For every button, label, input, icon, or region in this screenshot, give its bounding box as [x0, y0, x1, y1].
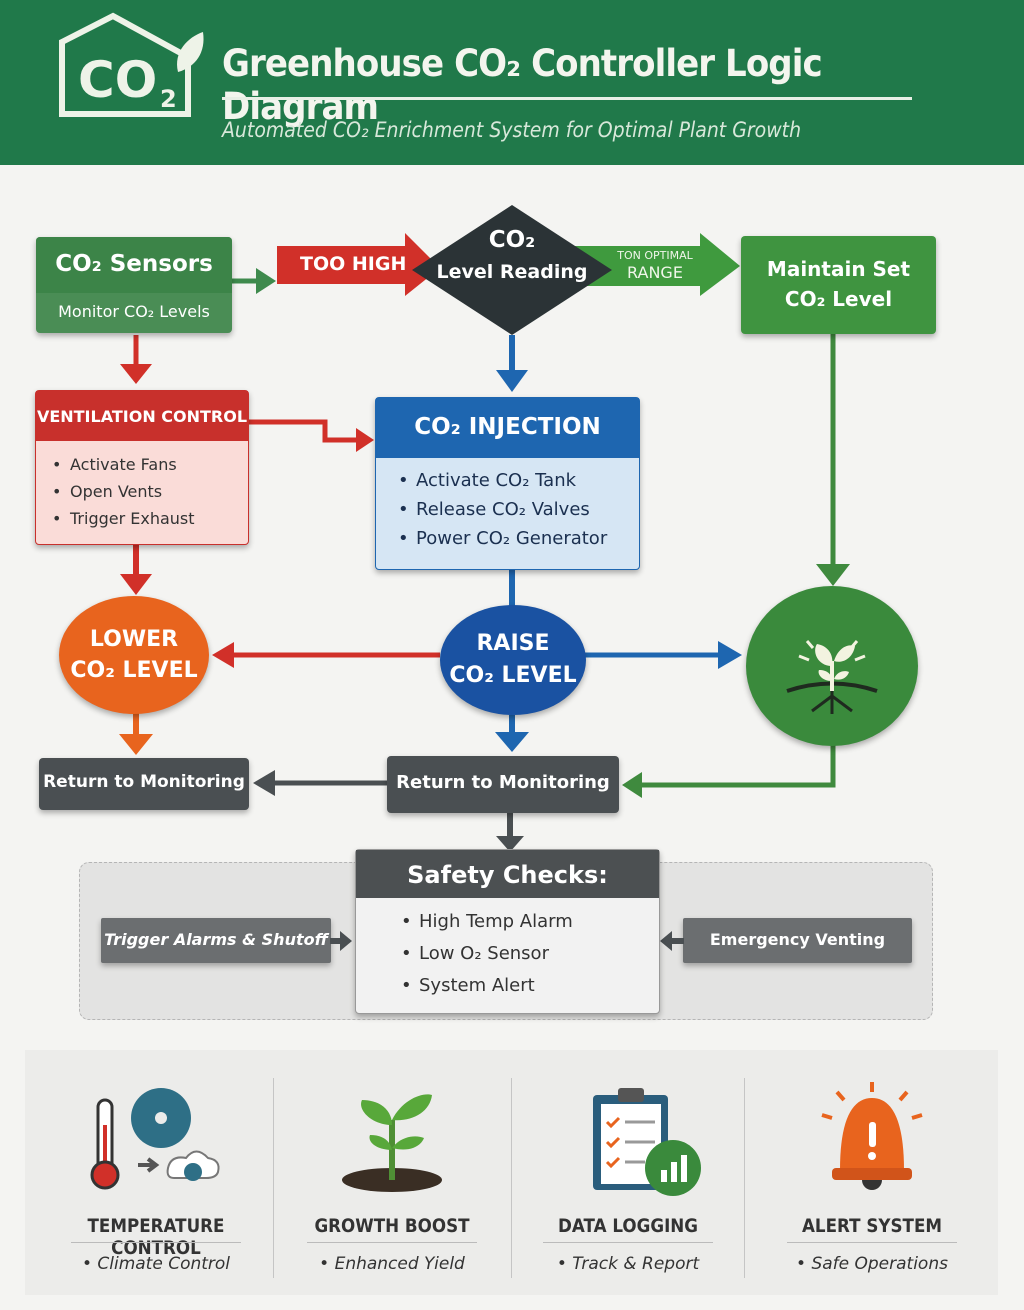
maintain-down-line: [816, 334, 850, 586]
decision-line2: Level Reading: [436, 261, 588, 283]
header-banner: [0, 0, 1024, 165]
feature-data-logging: DATA LOGGING • Track & Report: [508, 1050, 748, 1295]
return-to-monitoring-left: Return to Monitoring: [39, 758, 249, 810]
return-left-arrow: [253, 770, 387, 796]
raise-to-lower-arrow: [212, 642, 440, 668]
feature-rule: [787, 1242, 957, 1243]
alarm-bell-icon: [821, 1082, 923, 1190]
feature-label: GROWTH BOOST: [314, 1215, 470, 1237]
ventilation-to-injection-arrow: [249, 419, 374, 452]
feature-growth-boost: GROWTH BOOST • Enhanced Yield: [272, 1050, 512, 1295]
decision-line1: CO₂: [488, 227, 536, 253]
feature-divider: [273, 1078, 274, 1278]
ventilation-title: VENTILATION CONTROL: [36, 391, 248, 441]
too-high-arrow: [277, 233, 440, 296]
feature-rule: [71, 1242, 241, 1243]
sensor-to-decision-arrow: [232, 268, 276, 294]
safety-title: Safety Checks:: [356, 850, 659, 898]
feature-temperature-control: TEMPERATURE CONTROL • Climate Control: [36, 1050, 276, 1295]
injection-item: Power CO₂ Generator: [398, 524, 639, 553]
safety-checks-box: Safety Checks: High Temp Alarm Low O₂ Se…: [355, 849, 660, 1014]
clipboard-chart-icon: [593, 1088, 701, 1196]
safety-list: High Temp Alarm Low O₂ Sensor System Ale…: [356, 898, 659, 1002]
maintain-set-level-box: Maintain Set CO₂ Level: [741, 236, 936, 334]
feature-rule: [543, 1242, 713, 1243]
co2-house-logo: CO 2: [59, 12, 204, 117]
raise-line2: CO₂ LEVEL: [449, 663, 577, 688]
maintain-line1: Maintain Set: [766, 257, 911, 281]
plant-to-return-arrow: [622, 745, 836, 798]
optimal-label-line2: RANGE: [627, 263, 683, 282]
injection-title: CO₂ INJECTION: [376, 398, 639, 458]
safety-item: High Temp Alarm: [401, 906, 659, 938]
raise-line1: RAISE: [476, 631, 550, 656]
feature-label: TEMPERATURE CONTROL: [87, 1215, 225, 1259]
lower-co2-level-node: LOWER CO₂ LEVEL: [59, 596, 209, 714]
ventilation-item: Activate Fans: [52, 451, 248, 478]
ventilation-control-box: VENTILATION CONTROL Activate Fans Open V…: [35, 390, 249, 545]
co2-sensors-box: CO₂ Sensors Monitor CO₂ Levels: [36, 237, 232, 333]
co2-injection-box: CO₂ INJECTION Activate CO₂ Tank Release …: [375, 397, 640, 570]
svg-text:CO: CO: [78, 51, 157, 109]
optimal-arrow: [575, 233, 740, 296]
raise-down-arrow: [495, 715, 529, 752]
injection-list: Activate CO₂ Tank Release CO₂ Valves Pow…: [376, 458, 639, 553]
seedling-icon: [342, 1094, 442, 1192]
lower-line1: LOWER: [89, 627, 179, 652]
sensor-down-arrow: [120, 335, 152, 384]
decision-diamond: [412, 205, 612, 335]
lower-down-arrow: [119, 712, 153, 755]
thermometer-fan-icon: [90, 1088, 220, 1190]
feature-label: DATA LOGGING: [557, 1215, 699, 1237]
ventilation-item: Open Vents: [52, 478, 248, 505]
sprout-icon: [786, 640, 878, 714]
injection-item: Activate CO₂ Tank: [398, 466, 639, 495]
ventilation-down-arrow: [120, 545, 152, 595]
safety-item: System Alert: [401, 970, 659, 1002]
raise-co2-level-node: RAISE CO₂ LEVEL: [440, 605, 586, 715]
trigger-alarms-box: Trigger Alarms & Shutoff: [101, 918, 331, 963]
emergency-venting-box: Emergency Venting: [683, 918, 912, 963]
feature-sub: • Enhanced Yield: [319, 1254, 465, 1274]
feature-sub: • Climate Control: [81, 1254, 231, 1274]
return-to-monitoring-center: Return to Monitoring: [387, 756, 619, 813]
arrow-left-icon: [660, 931, 684, 951]
lower-line2: CO₂ LEVEL: [70, 658, 198, 683]
page-subtitle: Automated CO₂ Enrichment System for Opti…: [222, 118, 802, 142]
injection-item: Release CO₂ Valves: [398, 495, 639, 524]
return-to-safety-arrow: [496, 813, 524, 852]
feature-divider: [511, 1078, 512, 1278]
feature-sub: • Track & Report: [556, 1254, 700, 1274]
arrow-right-icon: [330, 931, 352, 951]
ventilation-list: Activate Fans Open Vents Trigger Exhaust: [36, 441, 248, 532]
raise-to-plant-arrow: [585, 641, 742, 669]
co2-level-decision: CO₂ Level Reading: [412, 205, 612, 335]
decision-down-arrow: [496, 335, 528, 392]
title-divider: [222, 97, 912, 100]
page-title: Greenhouse CO₂ Controller Logic Diagram: [222, 42, 823, 128]
feature-divider: [744, 1078, 745, 1278]
svg-text:2: 2: [160, 85, 177, 113]
too-high-label: TOO HIGH: [300, 253, 407, 275]
sensors-subtitle: Monitor CO₂ Levels: [58, 302, 210, 321]
ventilation-item: Trigger Exhaust: [52, 505, 248, 532]
feature-sub: • Safe Operations: [796, 1254, 948, 1274]
feature-rule: [307, 1242, 477, 1243]
safety-item: Low O₂ Sensor: [401, 938, 659, 970]
feature-label: ALERT SYSTEM: [801, 1215, 943, 1237]
sensors-title: CO₂ Sensors: [36, 237, 232, 293]
maintain-line2: CO₂ Level: [784, 287, 893, 311]
plant-growth-node: [746, 586, 918, 746]
feature-alert-system: ALERT SYSTEM • Safe Operations: [752, 1050, 992, 1295]
optimal-label-line1: TON OPTIMAL: [617, 249, 693, 262]
